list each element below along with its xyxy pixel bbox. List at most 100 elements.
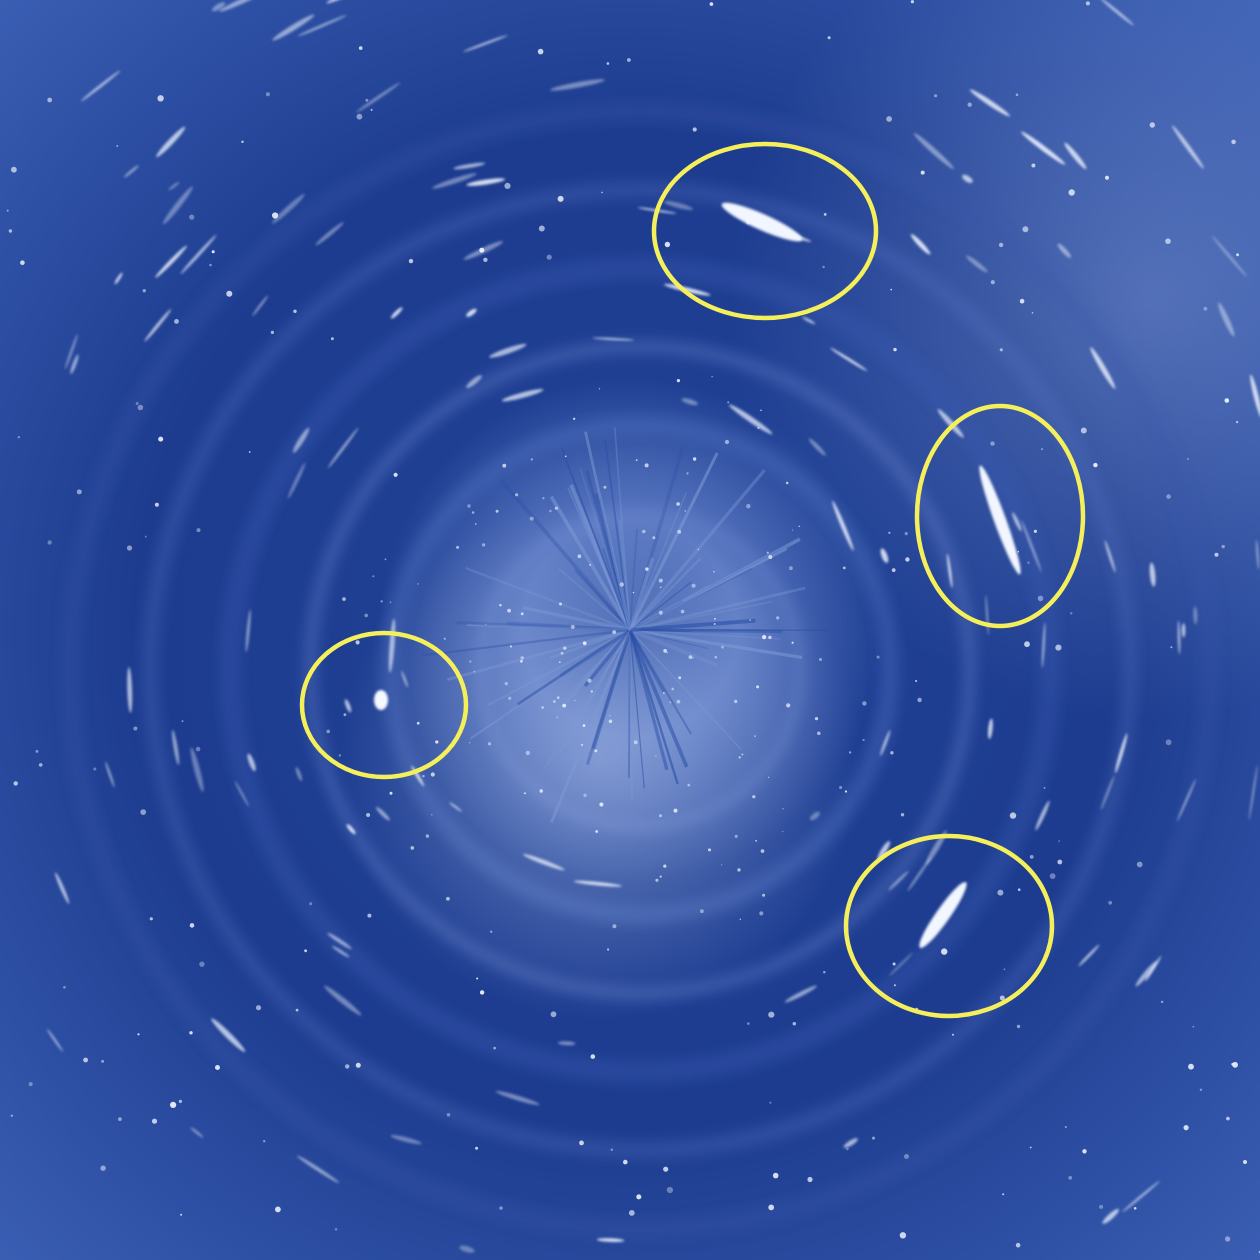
star-dot [520,656,524,660]
star-dot [997,889,1004,896]
star-dot [17,436,20,439]
star-dot [1017,888,1021,891]
star-dot [741,753,744,756]
star-dot [691,583,696,588]
star-streak [432,173,477,189]
star-dot [905,557,910,562]
star-dot [226,290,233,297]
star-dot [35,750,39,753]
center-rays [422,427,829,823]
star-streak [832,500,854,551]
star-streak [390,1135,422,1145]
highlight-ellipse-left [299,630,469,780]
star-dot [664,241,671,248]
star-streak [252,295,269,317]
star-dot [659,875,662,878]
star-dot [747,1022,750,1025]
star-dot [573,417,576,420]
star-dot [786,703,791,708]
star-dot [499,1206,503,1210]
star-dot [677,529,682,534]
star-dot [766,551,769,554]
star-dot [893,984,896,987]
star-dot [443,637,446,640]
star-dot [714,618,716,620]
star-dot [1027,561,1030,564]
bright-streak-bottom-right [919,881,967,949]
star-dot [189,923,195,928]
star-dot [380,600,383,603]
star-dot [760,409,762,412]
star-streak [327,932,352,950]
star-dot [990,280,995,285]
star-dot [752,795,756,799]
star-dot [792,1022,796,1026]
star-streak [1176,779,1196,822]
star-dot [541,706,544,709]
bright-streak-top [721,202,803,242]
star-dot [623,1159,628,1165]
star-dot [479,247,485,253]
star-streak [907,857,932,892]
bright-streak-right [979,465,1021,575]
star-dot [47,97,53,103]
star-dot [789,566,793,571]
star-dot [727,401,730,404]
star-dot [479,990,485,995]
star-dot [270,330,274,334]
star-streak [830,347,868,372]
center-ray [584,431,632,631]
star-dot [1214,552,1219,557]
star-dot [599,802,604,807]
star-streak [144,308,172,342]
star-dot [580,743,584,747]
star-dot [272,212,279,219]
star-streak [212,2,226,12]
star-dot [140,809,147,815]
star-dot [676,699,681,704]
star-dot [410,846,415,850]
star-dot [180,1213,183,1216]
center-ray [628,629,679,785]
star-streak [297,15,347,37]
star-dot [47,540,52,545]
star-dot [358,46,363,50]
star-streak [1177,620,1181,655]
star-dot [721,864,723,866]
star-dot [1165,238,1171,244]
star-dot [798,525,801,528]
star-dot [1068,189,1075,196]
star-dot [469,742,471,744]
center-ray [558,568,631,631]
star-streak [1035,800,1050,831]
star-dot [910,0,915,4]
star-dot [612,630,617,634]
star-dot [1236,253,1239,257]
star-dot [708,848,711,852]
star-dot [1133,1207,1137,1210]
star-dot [170,1101,177,1108]
star-streak [888,871,909,891]
center-ray [629,528,638,631]
star-dot [255,1005,262,1011]
star-dot [1070,612,1073,615]
star-dot [211,250,215,254]
star-dot [676,379,681,383]
star-streak [287,462,306,499]
star-dot [1049,873,1056,879]
star-dot [662,692,665,694]
star-streak [729,404,773,435]
star-dot [1203,306,1208,311]
star-dot [612,924,617,929]
star-dot [583,793,587,798]
star-dot [890,751,894,755]
star-streak [70,354,79,375]
star-dot [1224,398,1230,403]
star-dot [848,751,852,754]
star-dot [595,830,599,833]
star-dot [499,604,502,607]
star-streak [489,343,527,358]
star-dot [823,971,826,974]
star-dot [862,701,867,706]
star-streak [913,133,954,170]
